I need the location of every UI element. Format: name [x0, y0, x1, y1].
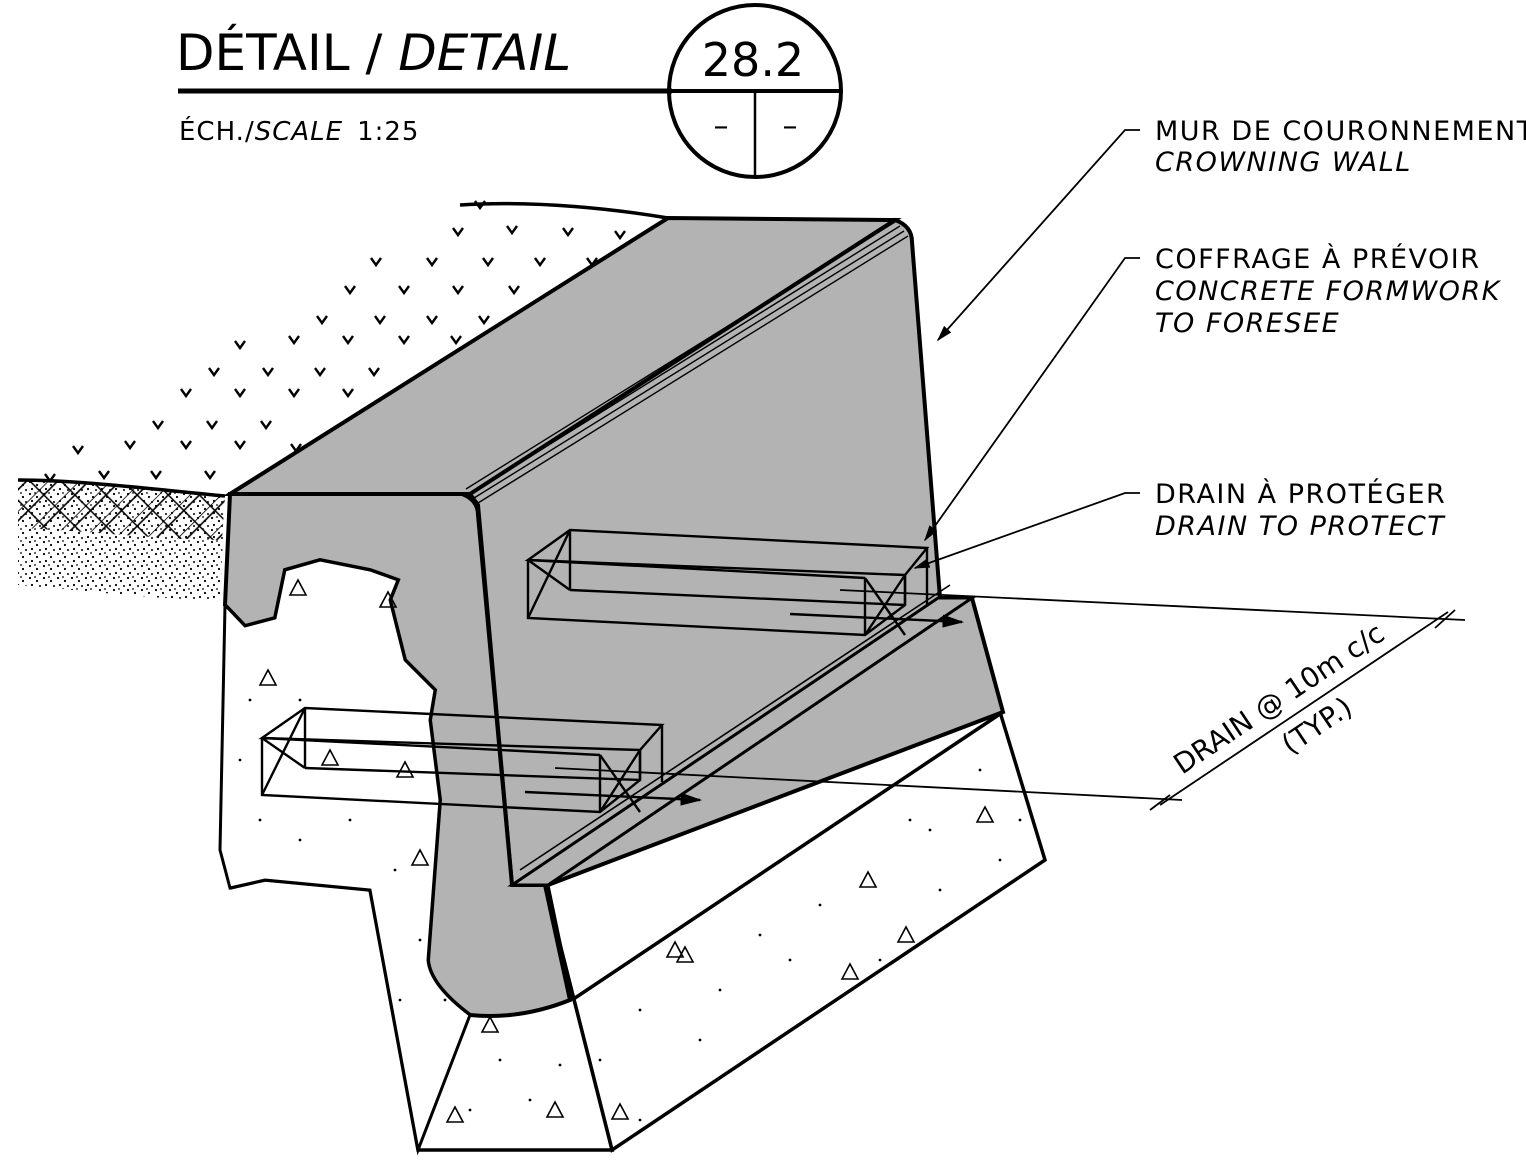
dimension-label: DRAIN @ 10m c/c — [1168, 617, 1391, 781]
grass-mark — [233, 439, 247, 450]
grass-mark — [397, 284, 411, 295]
grass-mark — [477, 314, 491, 325]
grass-mark — [233, 339, 247, 350]
grass-mark — [179, 387, 193, 398]
aggregate-dot — [788, 958, 792, 962]
grass-mark — [343, 284, 357, 295]
aggregate-dot — [498, 1058, 502, 1062]
grass-mark — [481, 256, 495, 267]
grass-mark — [369, 256, 383, 267]
grass-mark — [533, 256, 547, 267]
flow-arrow-lower — [524, 790, 703, 806]
crowning-wall — [218, 215, 1006, 1156]
grass-mark — [313, 366, 327, 377]
callout-formwork-en-2: TO FORESEE — [1155, 308, 1340, 339]
grass-mark — [373, 314, 387, 325]
aggregate-dot — [238, 758, 242, 762]
grass-mark — [261, 366, 275, 377]
grass-mark — [149, 469, 163, 480]
aggregate-dot — [758, 933, 762, 937]
grass-mark — [179, 439, 193, 450]
grass-mark — [507, 284, 521, 295]
detail-ref-left: – — [714, 109, 729, 144]
aggregate-dot — [298, 698, 302, 702]
callout-crowning-wall: MUR DE COURONNEMENT CROWNING WALL — [936, 116, 1526, 342]
callout-crowning-wall-fr: MUR DE COURONNEMENT — [1155, 116, 1526, 147]
grass-mark — [613, 229, 627, 240]
grass-mark — [505, 224, 519, 235]
grass-mark — [287, 387, 301, 398]
aggregate-dot — [878, 958, 882, 962]
grass-mark — [397, 334, 411, 345]
callout-formwork-en-1: CONCRETE FORMWORK — [1155, 276, 1502, 307]
grass-mark — [233, 387, 247, 398]
grass-mark — [561, 226, 575, 237]
callout-crowning-wall-en: CROWNING WALL — [1155, 147, 1412, 178]
grass-mark — [205, 419, 219, 430]
concrete-aggregate-marks — [238, 579, 1022, 1123]
grass-mark — [207, 366, 221, 377]
grass-mark — [203, 469, 217, 480]
aggregate-dot — [258, 818, 262, 822]
grass-mark — [449, 334, 463, 345]
grass-mark — [123, 439, 137, 450]
grass-mark — [367, 366, 381, 377]
aggregate-dot — [298, 838, 302, 842]
callout-drain-en: DRAIN TO PROTECT — [1155, 511, 1446, 542]
flow-arrow-upper — [789, 612, 965, 628]
grass-mark — [451, 284, 465, 295]
aggregate-dot — [398, 998, 402, 1002]
aggregate-dot — [928, 828, 932, 832]
aggregate-dot — [638, 1008, 642, 1012]
soil-section — [17, 201, 669, 600]
aggregate-dot — [598, 1058, 602, 1062]
grass-mark — [287, 334, 301, 345]
grass-mark — [71, 444, 85, 455]
grass-mark — [97, 469, 111, 480]
grass-mark — [259, 419, 273, 430]
drain-spacing-dimension — [554, 589, 1466, 811]
aggregate-dot — [938, 888, 942, 892]
drain-lower — [258, 706, 665, 814]
aggregate-dot — [698, 1038, 702, 1042]
aggregate-dot — [443, 998, 447, 1002]
grass-mark — [425, 256, 439, 267]
detail-bubble: 28.2 – – — [667, 3, 843, 179]
title-text: DÉTAIL / DETAIL — [176, 23, 571, 82]
drain-upper — [524, 528, 930, 637]
aggregate-dot — [348, 818, 352, 822]
callout-drain-fr: DRAIN À PROTÉGER — [1155, 478, 1446, 510]
grass-mark — [341, 334, 355, 345]
aggregate-dot — [818, 903, 822, 907]
aggregate-dot — [908, 818, 912, 822]
callout-drain: DRAIN À PROTÉGER DRAIN TO PROTECT — [913, 478, 1446, 569]
aggregate-dot — [978, 768, 982, 772]
aggregate-dot — [998, 858, 1002, 862]
aggregate-dot — [418, 938, 422, 942]
aggregate-dot — [248, 698, 252, 702]
aggregate-dot — [393, 868, 397, 872]
grass-mark — [315, 314, 329, 325]
aggregate-dot — [528, 1098, 532, 1102]
grass-mark — [341, 387, 355, 398]
grass-mark — [151, 419, 165, 430]
callout-formwork: COFFRAGE À PRÉVOIR CONCRETE FORMWORK TO … — [924, 243, 1502, 542]
grass-mark — [451, 226, 465, 237]
callout-formwork-fr: COFFRAGE À PRÉVOIR — [1155, 243, 1481, 275]
aggregate-dot — [1018, 818, 1022, 822]
aggregate-dot — [558, 1063, 562, 1067]
detail-number: 28.2 — [702, 33, 804, 87]
aggregate-dot — [718, 988, 722, 992]
grass-mark — [425, 314, 439, 325]
detail-ref-right: – — [783, 109, 798, 144]
aggregate-dot — [638, 1118, 642, 1122]
aggregate-dot — [468, 1108, 472, 1112]
